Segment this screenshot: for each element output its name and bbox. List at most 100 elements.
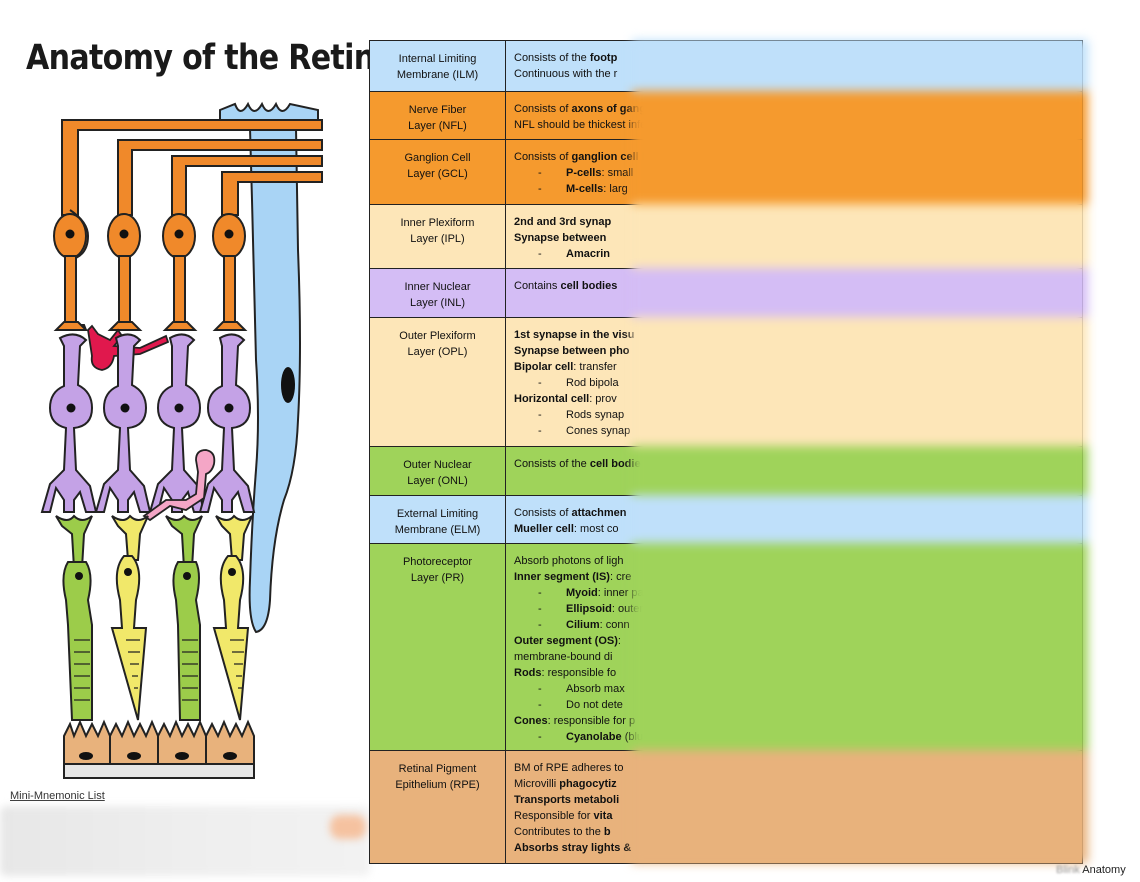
bold-term: 2nd and 3rd synap	[514, 216, 612, 228]
layer-name-line1: Outer Nuclear	[403, 459, 472, 471]
description-line: P-cells: small	[514, 165, 1082, 181]
photoreceptors	[55, 514, 253, 721]
blurred-band	[632, 446, 1088, 495]
description-line: 2nd and 3rd synap	[514, 214, 1082, 230]
bold-term: Ellipsoid	[566, 603, 612, 615]
layer-name-line2: Layer (INL)	[409, 297, 466, 309]
layer-name-line1: Inner Plexiform	[400, 217, 475, 229]
layer-name-line2: Layer (OPL)	[407, 346, 468, 358]
description-line: Outer segment (OS):	[514, 633, 1082, 649]
description-line: Transports metaboli	[514, 792, 1082, 808]
text-segment: Consists of	[514, 507, 572, 519]
mnemonic-blurred-mark	[330, 815, 366, 839]
description-line: Cilium: conn	[514, 617, 1082, 633]
layer-name-line2: Layer (PR)	[410, 572, 465, 584]
text-segment: : cre	[609, 571, 632, 583]
text-segment: Responsible for	[514, 810, 594, 822]
layer-name-line1: Internal Limiting	[398, 53, 477, 65]
layer-name-line1: External Limiting	[396, 508, 479, 520]
blurred-band	[632, 495, 1088, 543]
ganglion-cells	[53, 209, 248, 331]
text-segment: BM of RPE adheres to	[514, 762, 624, 774]
layer-name-line2: Membrane (ILM)	[396, 69, 479, 81]
bold-term: Synapse between pho	[514, 345, 630, 357]
text-segment: Contains	[514, 280, 561, 292]
layer-name-line1: Outer Plexiform	[399, 330, 476, 342]
layer-name-line1: Inner Nuclear	[404, 281, 471, 293]
text-segment: : transfer	[573, 361, 617, 373]
text-segment: : larg	[603, 183, 628, 195]
bold-term: cell bodie	[589, 458, 641, 470]
layer-name-line1: Nerve Fiber	[408, 104, 467, 116]
bold-term: ganglion cell b	[571, 151, 649, 163]
horizontal-cell	[142, 449, 216, 522]
description-line: Amacrin	[514, 246, 1082, 262]
bipolar-cells	[40, 333, 256, 513]
layer-name-line2: Membrane (ELM)	[394, 524, 481, 536]
blurred-band	[632, 750, 1088, 863]
text-segment: Absorb max	[566, 683, 625, 695]
layer-name-line2: Layer (ONL)	[407, 475, 468, 487]
blurred-band	[632, 91, 1088, 139]
description-line: Cones synap	[514, 423, 1082, 439]
bold-term: Synapse between	[514, 232, 607, 244]
text-segment: : most co	[573, 523, 619, 535]
brand-footer: Blink Anatomy	[1056, 864, 1126, 876]
text-segment: Absorb photons of ligh	[514, 555, 624, 567]
bold-term: Horizontal cell	[514, 393, 590, 405]
text-segment: Consists of the	[514, 52, 590, 64]
description-line: Consists of the cell bodie	[514, 456, 1082, 472]
blurred-band	[632, 204, 1088, 268]
blurred-band	[632, 543, 1088, 750]
text-segment: Do not dete	[566, 699, 623, 711]
blurred-band	[632, 317, 1088, 446]
mueller-nucleus	[281, 367, 295, 403]
text-segment: : responsible for p	[547, 715, 636, 727]
mnemonic-list-blurred	[0, 806, 370, 876]
description-line: Rod bipola	[514, 375, 1082, 391]
text-segment: membrane-bound di	[514, 651, 613, 663]
text-segment: :	[617, 635, 621, 647]
bold-term: b	[603, 826, 611, 838]
mnemonic-list-link[interactable]: Mini-Mnemonic List	[10, 790, 105, 802]
retina-diagram	[40, 101, 323, 779]
blurred-band	[632, 139, 1088, 204]
description-line: Contains cell bodies	[514, 278, 1082, 294]
bold-term: Outer segment (OS)	[514, 635, 618, 647]
bold-term: Cilium	[566, 619, 600, 631]
layer-name-line2: Layer (GCL)	[407, 168, 468, 180]
page-title: Anatomy of the Retina	[26, 38, 395, 78]
bold-term: Rods	[514, 667, 542, 679]
description-line: Absorb photons of ligh	[514, 553, 1082, 569]
description-line: Consists of axons of gangli	[514, 101, 1082, 117]
bold-term: axons of gangli	[571, 103, 653, 115]
description-line: Consists of ganglion cell b	[514, 149, 1082, 165]
description-line: Contributes to the b	[514, 824, 1082, 840]
bold-term: Bipolar cell	[514, 361, 574, 373]
text-segment: Rods synap	[566, 409, 625, 421]
bold-term: footp	[589, 52, 618, 64]
blurred-band	[632, 268, 1088, 317]
bold-term: 1st synapse in the visu	[514, 329, 635, 341]
bold-term: M-cells	[566, 183, 604, 195]
bold-term: phagocytiz	[559, 778, 617, 790]
description-line: Inner segment (IS): cre	[514, 569, 1082, 585]
bold-term: vita	[593, 810, 613, 822]
text-segment: Cones synap	[566, 425, 631, 437]
mueller-cell	[219, 101, 319, 634]
bold-term: Cyanolabe	[566, 731, 622, 743]
description-line: Consists of the footp	[514, 50, 1082, 66]
layer-name-line1: Ganglion Cell	[404, 152, 471, 164]
bold-term: Myoid	[566, 587, 598, 599]
description-line: Synapse between pho	[514, 343, 1082, 359]
description-line: membrane-bound di	[514, 649, 1082, 665]
bold-term: Absorbs stray lights &	[514, 842, 632, 854]
text-segment: : conn	[599, 619, 630, 631]
bold-term: Cones	[514, 715, 548, 727]
text-segment: : prov	[589, 393, 617, 405]
description-line: NFL should be thickest infer	[514, 117, 1082, 133]
